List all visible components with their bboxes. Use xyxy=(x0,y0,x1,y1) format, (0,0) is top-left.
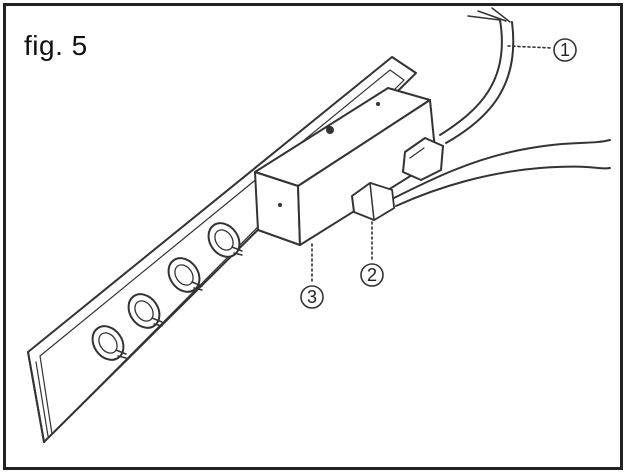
socket-4 xyxy=(207,222,243,258)
callout-2: 2 xyxy=(360,263,384,287)
callout-3: 3 xyxy=(300,285,324,309)
power-cable xyxy=(439,7,515,144)
socket-3 xyxy=(167,257,203,293)
svg-text:1: 1 xyxy=(560,40,570,60)
junction-box xyxy=(254,87,437,246)
socket-2 xyxy=(127,293,163,329)
svg-text:3: 3 xyxy=(307,287,317,307)
secondary-cable xyxy=(393,139,611,207)
svg-text:2: 2 xyxy=(367,265,377,285)
figure-label: fig. 5 xyxy=(24,30,88,61)
cable-gland xyxy=(402,137,444,181)
callout-1: 1 xyxy=(553,38,577,62)
socket-1 xyxy=(91,325,127,361)
callout-leaders xyxy=(311,45,553,285)
connector-plug xyxy=(351,182,395,221)
